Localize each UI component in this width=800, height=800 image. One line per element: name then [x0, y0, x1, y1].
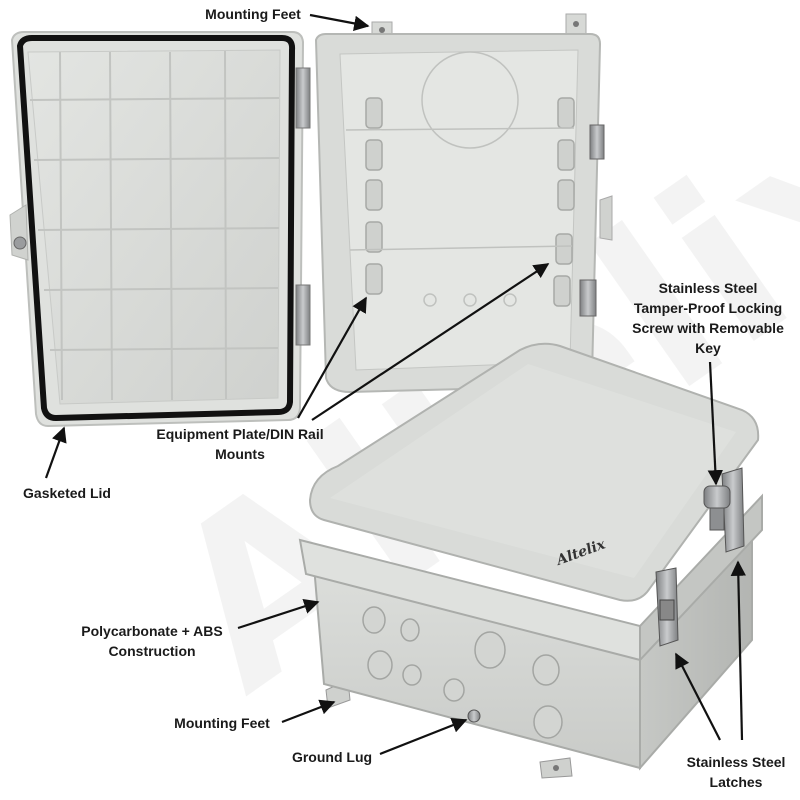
arrow-mounting-feet-bottom — [281, 699, 336, 724]
arrow-equipment-plate-2 — [311, 263, 550, 421]
latch-icon — [589, 124, 605, 160]
open-lid — [9, 31, 311, 428]
arrow-locking-screw — [707, 361, 724, 486]
latch-icon — [655, 567, 679, 647]
hinge-icon — [295, 284, 311, 346]
label-equipment-plate: Equipment Plate/DIN Rail Mounts — [156, 426, 324, 462]
callout-arrows — [44, 13, 747, 756]
label-mounting-feet-top: Mounting Feet — [205, 6, 301, 22]
arrow-polycarbonate — [237, 598, 320, 630]
label-ground-lug: Ground Lug — [291, 749, 373, 765]
arrow-equipment-plate-1 — [297, 296, 367, 419]
label-mounting-feet-bottom: Mounting Feet — [174, 715, 270, 731]
arrow-mounting-feet-top — [309, 13, 370, 31]
closed-enclosure: Altelix — [298, 342, 763, 779]
label-latches: Stainless Steel Latches — [686, 754, 786, 790]
label-polycarbonate: Polycarbonate + ABS Construction — [81, 623, 223, 659]
arrow-latches-2 — [730, 560, 747, 741]
label-locking-screw: Stainless Steel Tamper-Proof Locking Scr… — [632, 280, 784, 356]
open-base — [314, 13, 613, 394]
arrow-ground-lug — [379, 717, 468, 756]
label-gasketed-lid: Gasketed Lid — [23, 485, 111, 501]
latch-icon — [579, 279, 597, 317]
arrow-latches-1 — [675, 652, 721, 741]
arrow-gasketed-lid — [44, 426, 67, 479]
screw-key-icon — [13, 236, 27, 250]
hinge-icon — [295, 67, 311, 129]
latch-icon — [721, 467, 745, 553]
lid-gasket — [16, 35, 296, 422]
ground-lug-icon — [467, 709, 481, 723]
knockout-holes — [362, 606, 563, 739]
locking-screw-icon — [703, 485, 731, 531]
